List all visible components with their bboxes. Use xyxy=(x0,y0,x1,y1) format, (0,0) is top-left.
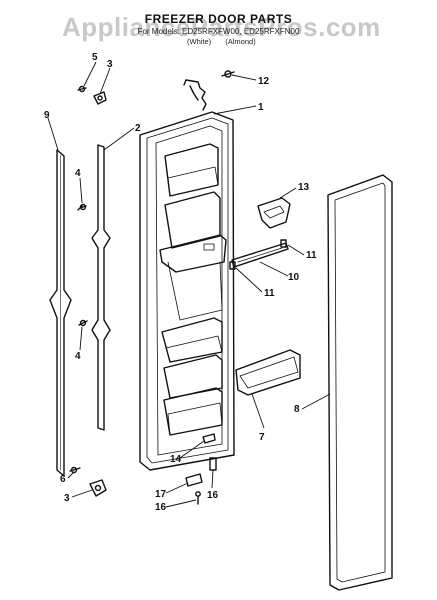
part-13-ice-chute xyxy=(257,197,291,229)
part-11-clip-left xyxy=(229,261,236,270)
callout-17: 17 xyxy=(155,489,167,500)
part-12-screw xyxy=(221,70,235,78)
part-10-trim-strip xyxy=(231,242,289,268)
wire-harness xyxy=(183,79,207,111)
diagram-title: FREEZER DOOR PARTS xyxy=(144,12,293,26)
part-11-clip-right xyxy=(280,239,287,248)
leader-lines xyxy=(47,61,331,508)
callout-4-upper: 4 xyxy=(75,168,81,179)
callout-16-right: 16 xyxy=(207,490,219,501)
part-3-hinge-bottom xyxy=(89,479,107,497)
part-17-hinge-bracket xyxy=(185,473,203,487)
part-1-door-assembly xyxy=(139,111,235,471)
part-14-hinge-pin xyxy=(202,433,216,444)
callout-11-upper: 11 xyxy=(306,250,317,261)
callout-labels: 5 3 9 2 1 12 13 4 4 11 10 11 7 8 6 3 14 … xyxy=(44,52,317,513)
callout-6-bottom: 6 xyxy=(60,474,66,485)
variant-almond: (Almond) xyxy=(225,37,256,46)
callout-11-lower: 11 xyxy=(264,288,275,299)
callout-3-top: 3 xyxy=(107,59,113,70)
callout-4-lower: 4 xyxy=(75,351,81,362)
callout-9: 9 xyxy=(44,110,50,121)
callout-2: 2 xyxy=(135,123,141,134)
variant-white: (White) xyxy=(187,37,212,46)
callout-1: 1 xyxy=(258,102,264,113)
callout-10: 10 xyxy=(288,272,300,283)
part-16-screw-lower xyxy=(195,491,201,505)
callout-7: 7 xyxy=(259,432,265,443)
part-7-shelf-bin xyxy=(235,349,301,396)
part-6-screw-top xyxy=(77,85,87,93)
part-9-door-gasket-strip xyxy=(49,149,72,477)
callout-8: 8 xyxy=(294,404,300,415)
callout-3-bottom: 3 xyxy=(64,493,70,504)
part-2-door-bracket-strip xyxy=(91,144,111,431)
part-8-door-gasket xyxy=(327,174,393,591)
part-4-screw-lower xyxy=(78,319,88,327)
callout-12: 12 xyxy=(258,76,270,87)
callout-6-top: 5 xyxy=(92,52,98,63)
callout-16-left: 16 xyxy=(155,502,167,513)
callout-14: 14 xyxy=(170,454,182,465)
model-list: For Models: ED25RFXFW00, ED25RFXFN00 xyxy=(137,27,300,36)
watermark: AppliancePartsPros.com xyxy=(62,12,381,42)
part-6-screw-bottom xyxy=(69,466,81,474)
callout-13: 13 xyxy=(298,182,310,193)
color-variants: (White) (Almond) xyxy=(187,37,268,46)
part-4-screw-upper xyxy=(77,203,87,211)
